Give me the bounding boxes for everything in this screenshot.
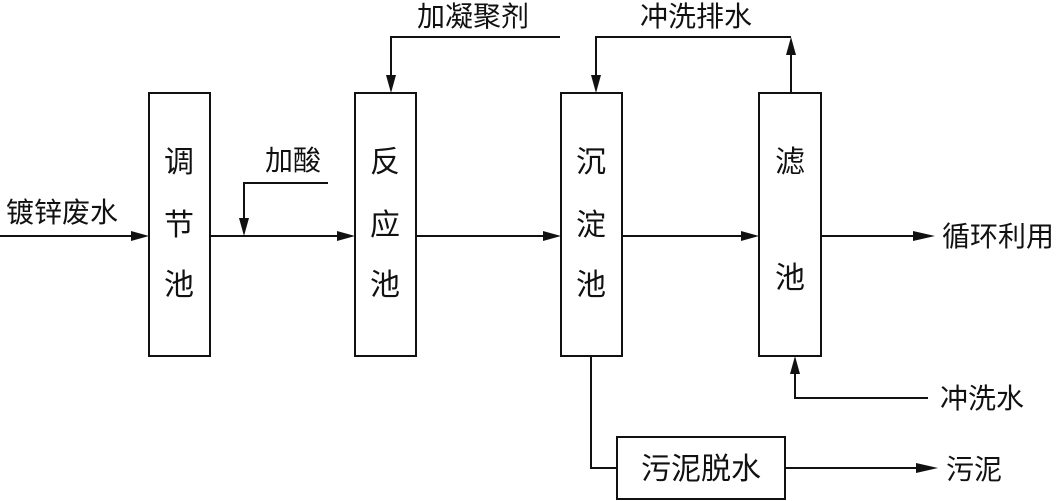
reaction-tank-char-2: 应 bbox=[370, 208, 400, 243]
wastewater-inflow-arrow bbox=[131, 231, 149, 241]
wash-water-line bbox=[794, 372, 928, 399]
sedimentation-tank-char-2: 淀 bbox=[576, 208, 606, 243]
reuse-output-label: 循环利用 bbox=[942, 220, 1054, 253]
backwash-drain-arrow-into-sedimentation bbox=[591, 75, 601, 93]
backwash-drain-label: 冲洗排水 bbox=[640, 0, 752, 33]
acid-input-label: 加酸 bbox=[265, 144, 321, 177]
acid-dosing-line bbox=[243, 182, 328, 220]
wastewater-input-label: 镀锌废水 bbox=[6, 196, 118, 229]
coagulant-dosing-line bbox=[390, 36, 560, 77]
regulating-tank-char-2: 节 bbox=[164, 208, 194, 243]
filter-tank-box bbox=[758, 92, 822, 357]
sludge-output-label: 污泥 bbox=[946, 453, 1002, 486]
sludge-underflow-line bbox=[590, 356, 617, 469]
sedimentation-tank-box bbox=[560, 92, 623, 357]
coagulant-input-label: 加凝聚剂 bbox=[417, 0, 529, 33]
filter-tank-char-1: 滤 bbox=[775, 145, 805, 180]
regulating-tank-char-1: 调 bbox=[164, 145, 194, 180]
flow-arrow-reuse bbox=[913, 231, 935, 241]
regulating-tank-box bbox=[148, 92, 211, 357]
backwash-drain-up-arrow bbox=[786, 37, 796, 55]
wash-water-arrow bbox=[790, 356, 800, 374]
wash-water-input-label: 冲洗水 bbox=[940, 382, 1024, 415]
filter-tank-char-2: 池 bbox=[775, 261, 805, 296]
sedimentation-tank-char-3: 池 bbox=[576, 268, 606, 303]
reaction-tank-box bbox=[354, 92, 417, 357]
sludge-output-arrow bbox=[916, 463, 938, 473]
flow-arrow-into-filter bbox=[741, 231, 759, 241]
sludge-dewatering-label: 污泥脱水 bbox=[641, 452, 761, 487]
regulating-tank-char-3: 池 bbox=[164, 268, 194, 303]
flow-arrow-into-sedimentation bbox=[543, 231, 561, 241]
sedimentation-tank-char-1: 沉 bbox=[576, 145, 606, 180]
reaction-tank-char-1: 反 bbox=[370, 145, 400, 180]
coagulant-dosing-arrow bbox=[386, 75, 396, 93]
reaction-tank-char-3: 池 bbox=[370, 268, 400, 303]
backwash-drain-return-line bbox=[595, 36, 791, 77]
flow-arrow-into-reaction bbox=[337, 231, 355, 241]
acid-dosing-arrow bbox=[239, 218, 249, 236]
